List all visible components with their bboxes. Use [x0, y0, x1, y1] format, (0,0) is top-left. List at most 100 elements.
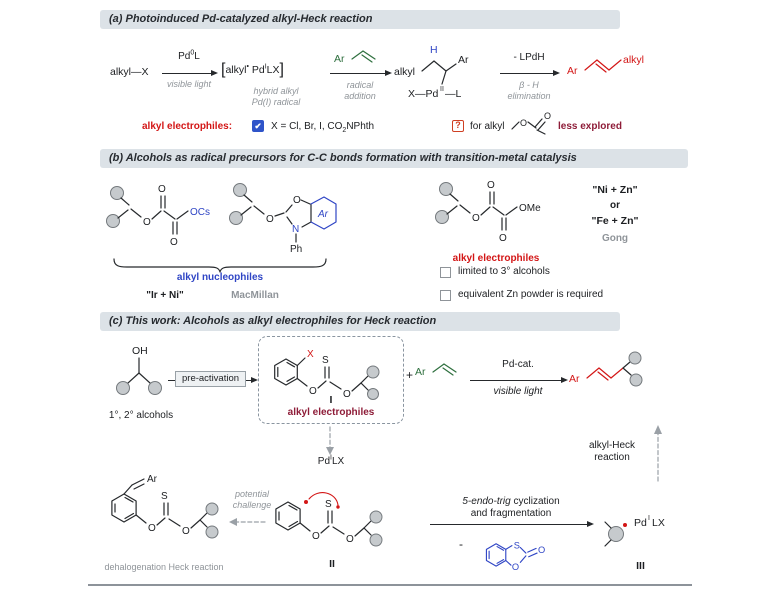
ir-ni-label: "Ir + Ni" [146, 290, 184, 301]
vinylarene-structure: Ar [415, 363, 457, 378]
methyl-oxalate-structure: O O O OMe [435, 180, 541, 244]
macmillan-label: MacMillan [231, 290, 279, 301]
reaction-arrow-3 [500, 69, 560, 76]
limitation-2: equivalent Zn powder is required [458, 289, 604, 300]
minus-sign: - [459, 537, 463, 551]
close-bracket: ] [279, 61, 284, 78]
alkyl-pd-adduct-structure: alkyl H Ar X—Pd II —L [394, 44, 469, 100]
caption-line2: addition [344, 90, 376, 101]
ligand-label: LX [266, 64, 280, 76]
question-text: for alkyl [470, 121, 505, 132]
compound-ii-numeral: II [329, 558, 335, 570]
ar-label: Ar [334, 53, 345, 65]
dashed-left-arrow [229, 518, 266, 526]
beta-h-label: H [430, 44, 438, 56]
reactant-alkyl-halide: alkyl—X [110, 66, 149, 78]
caption-line1: β - H [519, 80, 539, 90]
compound-i-numeral: I [329, 394, 333, 406]
electrophile-dashed-box [258, 336, 404, 424]
alkyl-radical-pd-structure: Pd I LX [604, 515, 665, 547]
ligand-label: LX [652, 517, 665, 529]
electrophiles-label: alkyl electrophiles [452, 253, 540, 264]
pd-oxstate: I [648, 515, 650, 522]
o-label: O [148, 523, 156, 534]
ocs-label: OCs [190, 207, 210, 218]
pd1lx-label: PdILX [298, 454, 364, 468]
o-label: O [143, 217, 151, 228]
pd-label: Pd [317, 456, 331, 467]
scope-part2: NPhth [346, 121, 375, 132]
preactivation-label: pre-activation [175, 371, 247, 387]
alkyl-radical-label: alkyl [225, 64, 247, 76]
reaction-arrow-2 [330, 69, 392, 76]
ar-label: Ar [458, 54, 469, 66]
dehalogenation-product-structure: Ar O S O [111, 474, 219, 539]
nucleophiles-label: alkyl nucleophiles [176, 272, 264, 283]
o-label: O [158, 184, 166, 195]
cyclization-label-line1: 5-endo-trig cyclization [426, 496, 596, 508]
compound-i-structure: X O S O [274, 349, 380, 400]
scope-part1: X = Cl, Br, I, CO [271, 121, 343, 132]
o-label: O [544, 111, 551, 121]
radical-dot: • [246, 63, 249, 71]
pd-label: Pd [178, 51, 191, 62]
ar-label: Ar [569, 373, 580, 385]
checked-checkbox-icon: ✔ [252, 120, 264, 132]
compound-iii-numeral: III [636, 560, 645, 572]
reaction-arrow-1 [162, 69, 218, 76]
ni-zn-label: "Ni + Zn" [592, 184, 638, 196]
heck-product-structure: Ar alkyl [567, 54, 644, 77]
note-line1: hybrid alkyl [253, 86, 299, 96]
plus-sign: + [406, 368, 414, 382]
label-line2: challenge [232, 499, 272, 510]
electrophiles-scope-label: alkyl electrophiles: [142, 121, 233, 132]
o-label: O [309, 386, 317, 397]
fe-zn-label: "Fe + Zn" [591, 215, 639, 227]
cyclization-label-line2: and fragmentation [470, 508, 552, 519]
bottom-rule [88, 584, 692, 586]
empty-checkbox-icon [440, 290, 451, 301]
ome-label: OMe [519, 203, 541, 214]
s-label: S [514, 540, 520, 550]
o-label: O [312, 531, 320, 542]
panel-b-header: (b) Alcohols as radical precursors for C… [100, 149, 688, 168]
dashed-up-arrow [654, 425, 662, 482]
pd-oxstate: I [330, 454, 332, 462]
electrophiles-label: alkyl electrophiles [287, 407, 375, 418]
l-label: —L [445, 88, 462, 100]
ar-label: Ar [415, 366, 426, 378]
pd-label: Pd [251, 64, 265, 76]
s-label: S [322, 355, 329, 366]
visible-light-label: visible light [493, 386, 543, 397]
gong-label: Gong [601, 233, 629, 244]
o-label: O [538, 545, 545, 555]
radical-pd-intermediate: [alkyl• PdILX] [221, 61, 284, 78]
pd-cat-label: Pd-cat. [502, 359, 534, 370]
benzoxazoline-structure: O O N Ph Ar [229, 183, 337, 255]
pd-oxstate: I [264, 63, 267, 71]
o-label: O [520, 118, 527, 128]
intermediate-ii-structure: O S O [275, 492, 383, 547]
label-line2: reaction [594, 452, 630, 463]
dehalogenation-caption: dehalogenation Heck reaction [104, 562, 224, 572]
vinylarene-structure: Ar [334, 50, 376, 65]
alkyl-label: alkyl [623, 54, 644, 66]
endo-trig-label: 5-endo-trig [462, 496, 511, 507]
arrow3-top-label: - LPdH [513, 52, 545, 63]
dashed-down-arrow [326, 426, 334, 455]
o-label: O [182, 526, 190, 537]
ester-fragment-structure: O O [511, 111, 551, 135]
label-line1: alkyl-Heck [588, 440, 636, 451]
ph-label: Ph [290, 244, 302, 255]
main-reaction-arrow [470, 376, 568, 383]
or-label: or [610, 200, 620, 211]
arrow1-conditions-label: visible light [166, 79, 212, 89]
pd-oxstate: II [440, 86, 444, 93]
o-label: O [343, 389, 351, 400]
question-box-icon: ? [452, 120, 464, 132]
panel-a-header: (a) Photoinduced Pd-catalyzed alkyl-Heck… [100, 10, 620, 29]
x-label: X [307, 349, 314, 360]
o-label: O [170, 237, 178, 248]
